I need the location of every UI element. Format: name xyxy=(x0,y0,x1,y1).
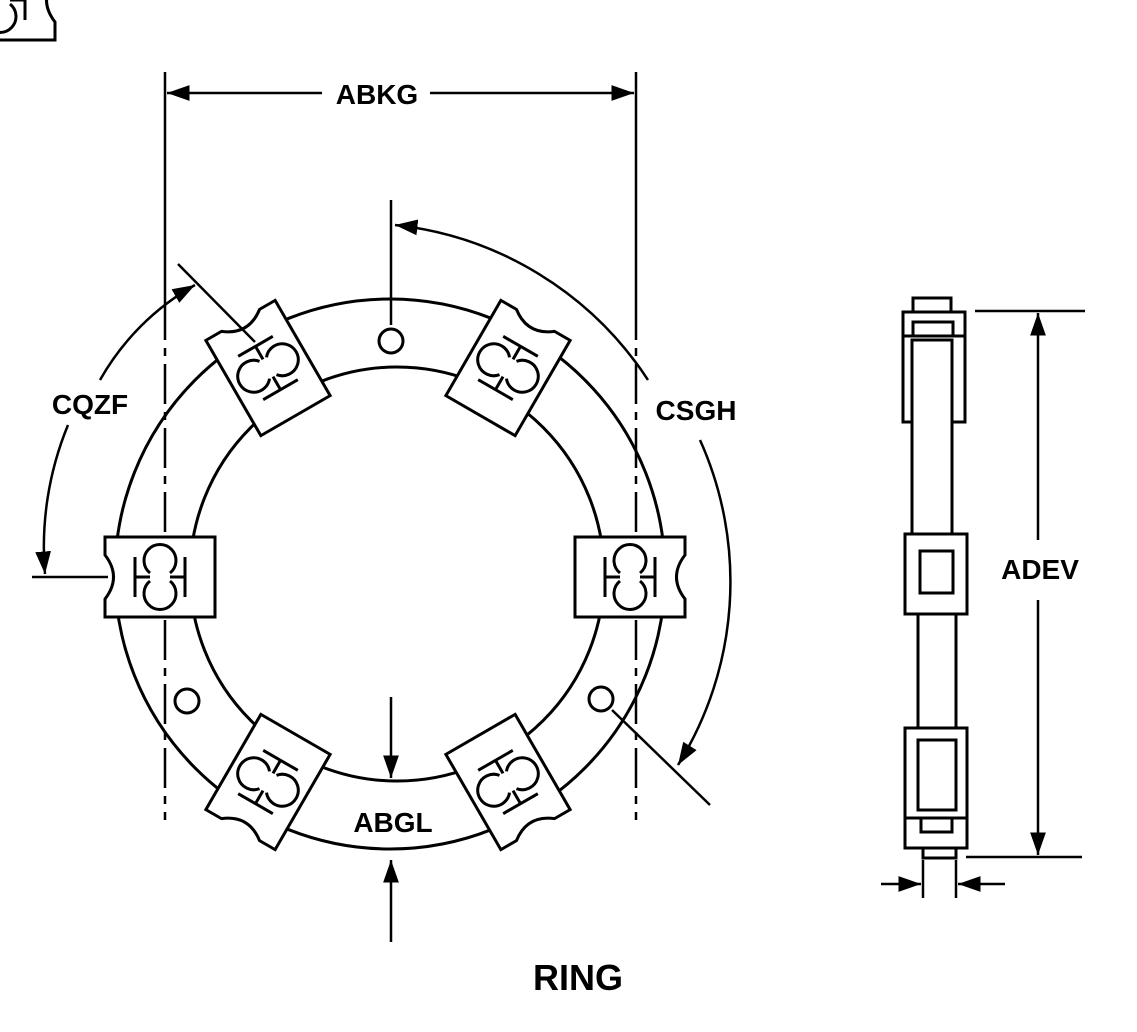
dimension-thickness xyxy=(881,860,1005,898)
dimension-csgh: CSGH xyxy=(389,200,737,806)
dimension-label-abkg: ABKG xyxy=(336,79,418,110)
dimension-label-csgh: CSGH xyxy=(656,395,737,426)
dimension-abkg: ABKG xyxy=(163,72,638,300)
clip-left xyxy=(103,535,217,619)
clip-bottom-left xyxy=(204,712,332,852)
mount-hole-bottom-left xyxy=(173,687,201,715)
mount-hole-bottom-right xyxy=(587,685,615,713)
dimension-cqzf: CQZF xyxy=(32,263,256,579)
dimension-abgl: ABGL xyxy=(353,697,433,942)
clip xyxy=(0,0,57,42)
clip-top-right xyxy=(444,298,572,438)
clip-bottom-right xyxy=(444,712,572,852)
mount-hole-top xyxy=(377,327,405,355)
front-view xyxy=(0,0,687,852)
dimension-label-adev: ADEV xyxy=(1001,554,1079,585)
clip-top-left xyxy=(204,298,332,438)
dimension-label-abgl: ABGL xyxy=(353,807,432,838)
ring-inner-edge xyxy=(188,365,606,783)
side-view xyxy=(901,296,969,860)
dimension-adev: ADEV xyxy=(966,309,1085,859)
dimension-label-cqzf: CQZF xyxy=(52,389,128,420)
clip-right xyxy=(573,535,687,619)
drawing-title: RING xyxy=(533,957,623,998)
